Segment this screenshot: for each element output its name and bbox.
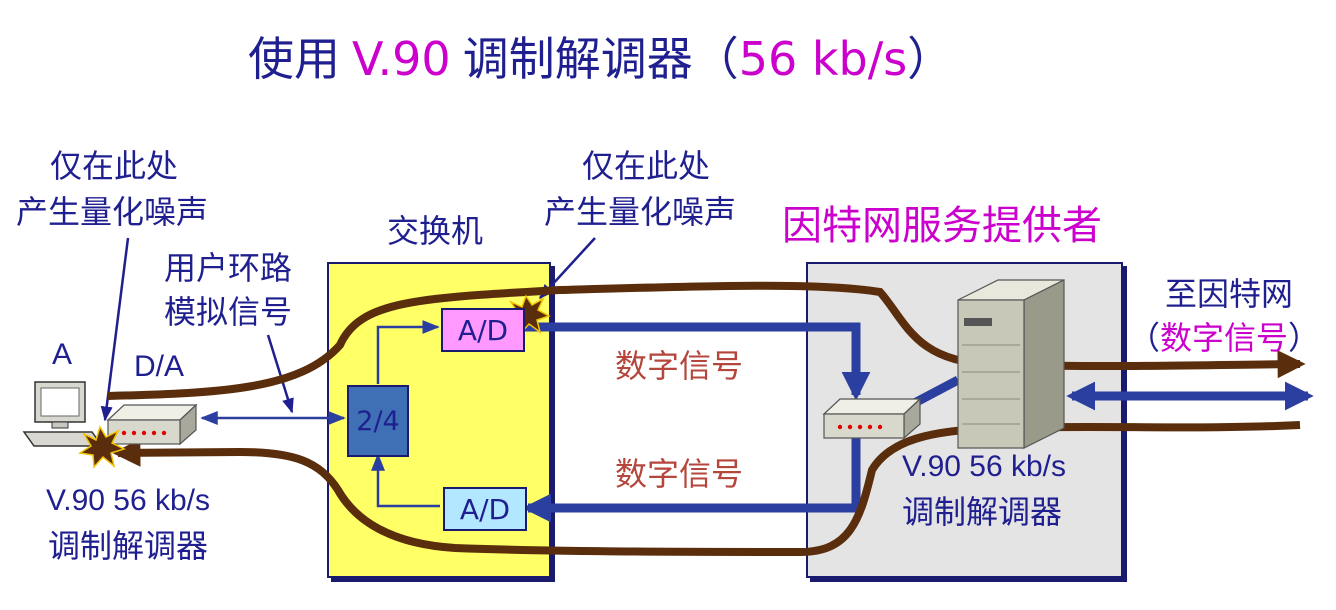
noise-label-right-line1: 仅在此处 [582, 147, 711, 185]
noise-burst-icon-right [505, 294, 551, 335]
computer-icon [22, 381, 104, 447]
noise-label-left-line1: 仅在此处 [50, 147, 179, 185]
digital-signal-bottom-label: 数字信号 [615, 455, 744, 493]
noise-left-pointer [100, 237, 130, 422]
ad-converter-top: A/D [441, 308, 525, 352]
modem-left-spec-line2: 调制解调器 [48, 527, 209, 565]
ad-top-label: A/D [457, 313, 509, 347]
loop-pointer [266, 334, 294, 414]
isp-label: 因特网服务提供者 [782, 203, 1102, 249]
modem-icon-right [822, 397, 922, 440]
loop-label-line2: 模拟信号 [164, 293, 293, 331]
modem-right-spec-line1: V.90 56 kb/s [902, 450, 1067, 483]
to-internet-line1: 至因特网 [1165, 275, 1294, 313]
title-part4: 56 kb/s [738, 32, 908, 86]
title-part5: ） [907, 32, 954, 86]
title-part2: V.90 [352, 32, 451, 86]
switch-label: 交换机 [387, 212, 484, 250]
title-part3: 调制解调器（ [462, 32, 739, 86]
to-internet-line2-wrap: （数字信号） [1128, 322, 1320, 354]
ad-converter-bottom: A/D [443, 487, 527, 531]
modem-icon-left [106, 403, 198, 446]
hybrid-2-4-box: 2/4 [347, 385, 409, 457]
ad-bottom-to-hybrid-line [371, 453, 440, 508]
hybrid-to-ad-top-line [376, 320, 440, 384]
hybrid-label: 2/4 [356, 405, 400, 437]
server-icon [957, 279, 1065, 449]
to-internet-paren-open: （ [1128, 319, 1161, 357]
node-a-label: A [52, 338, 73, 371]
to-internet-line2: 数字信号 [1160, 319, 1289, 357]
to-internet-paren-close: ） [1288, 319, 1321, 357]
noise-burst-icon-left [77, 425, 127, 469]
digital-path-down [522, 322, 871, 401]
loop-label-line1: 用户环路 [164, 249, 293, 287]
modem-left-spec-line1: V.90 56 kb/s [46, 484, 211, 517]
noise-label-left-line2: 产生量化噪声 [16, 193, 209, 231]
modem-right-spec-line2: 调制解调器 [902, 493, 1063, 531]
noise-label-right-line2: 产生量化噪声 [544, 193, 737, 231]
da-label: D/A [134, 350, 185, 383]
digital-path-up [522, 438, 861, 523]
digital-signal-top-label: 数字信号 [615, 347, 744, 385]
title-part1: 使用 [248, 32, 340, 86]
ad-bottom-label: A/D [459, 492, 511, 526]
